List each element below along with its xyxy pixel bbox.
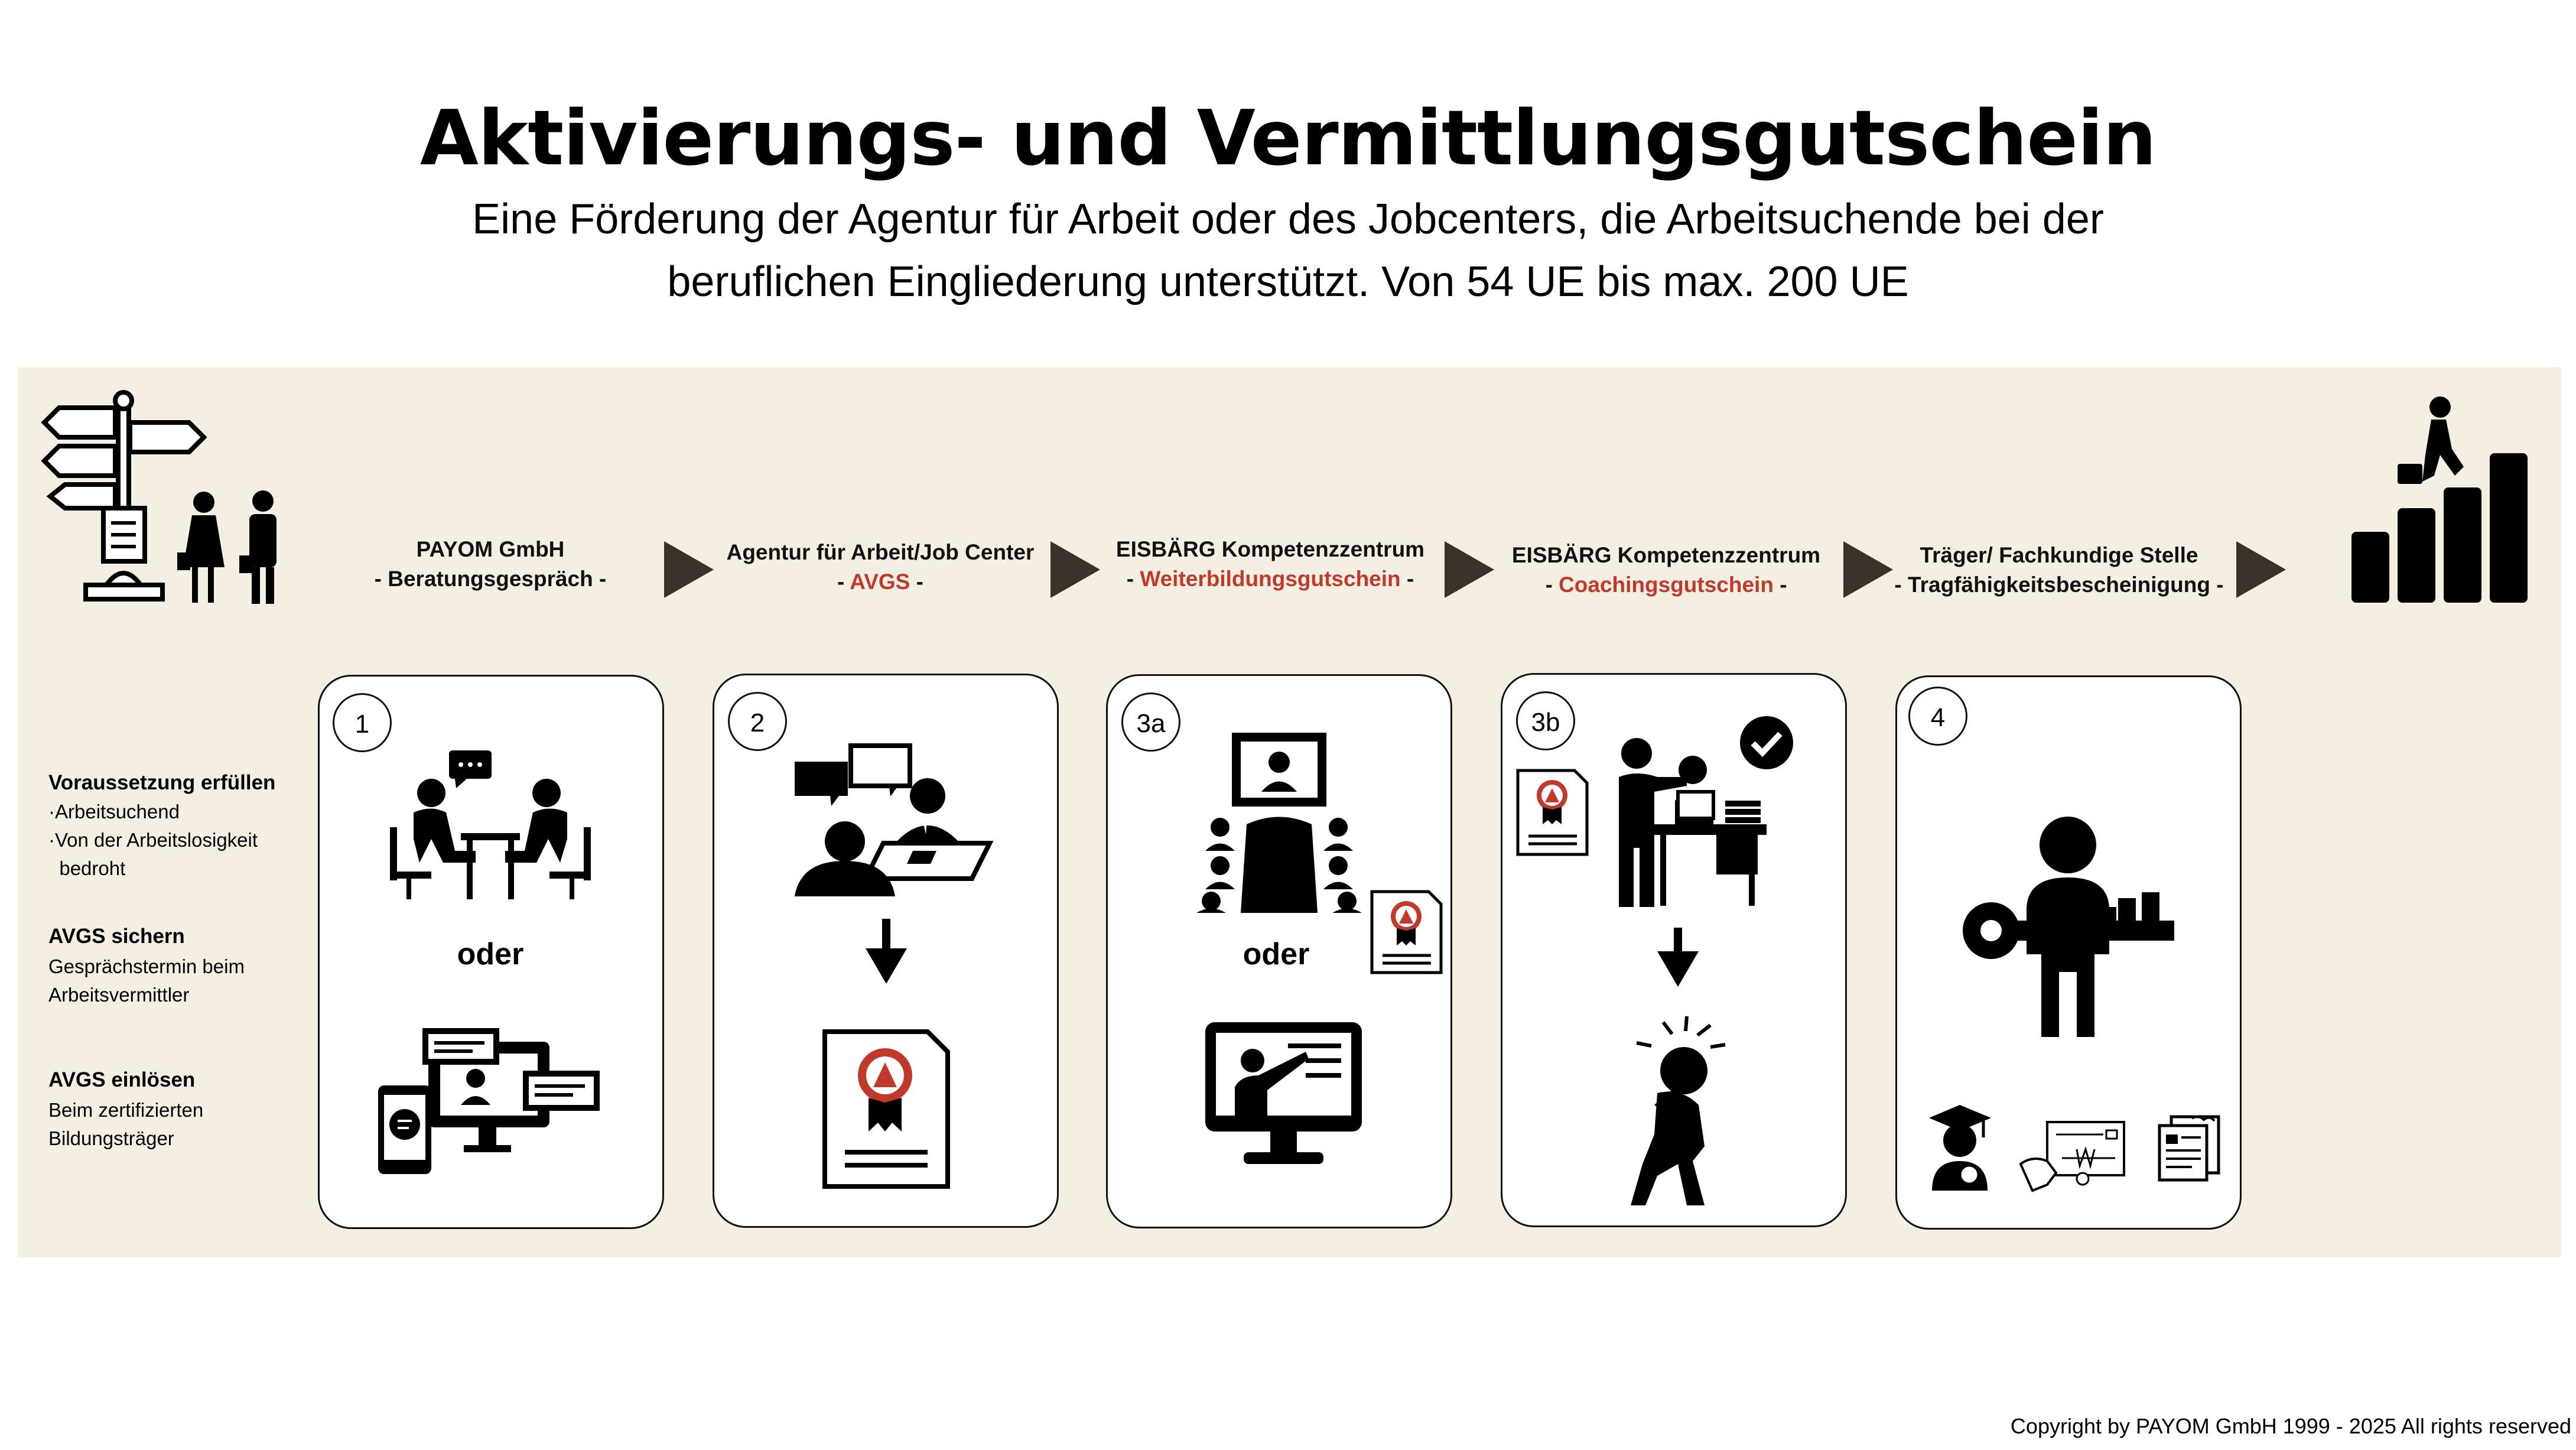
- signpost-people-icon: [41, 390, 277, 604]
- side-text: Beim zertifizierten: [48, 1099, 204, 1121]
- subtitle-line-2: beruflichen Eingliederung unterstützt. V…: [667, 258, 1909, 305]
- step-3-org: EISBÄRG Kompetenzzentrum: [1115, 537, 1425, 561]
- oder-label: oder: [1243, 937, 1310, 971]
- copyright-text: Copyright by PAYOM GmbH 1999 - 2025 All …: [2010, 1414, 2571, 1438]
- online-chat-icon: [378, 1028, 600, 1174]
- side-text: Bildungsträger: [48, 1127, 174, 1149]
- step-4-sub: Coachingsgutschein: [1559, 573, 1774, 597]
- step-5-label: Träger/ Fachkundige Stelle - Tragfähigke…: [1894, 541, 2224, 600]
- step-arrow-icon: [1445, 541, 1494, 598]
- subtitle-line-1: Eine Förderung der Agentur für Arbeit od…: [472, 196, 2104, 243]
- side-heading-avgs-einloesen: AVGS einlösen: [48, 1068, 196, 1091]
- step-badge-3a: 3a: [1121, 693, 1180, 752]
- step-arrow-icon: [1843, 541, 1893, 598]
- certificate-icon: [1370, 890, 1443, 974]
- thinking-person-icon: [1631, 1016, 1726, 1205]
- side-text: ·Von der Arbeitslosigkeit: [48, 829, 258, 851]
- step-2-label: Agentur für Arbeit/Job Center - AVGS -: [715, 538, 1046, 597]
- step-badge-4: 4: [1908, 687, 1967, 746]
- step-2-sub: AVGS: [850, 570, 910, 594]
- check-icon: [1740, 716, 1793, 769]
- side-text: ·Arbeitsuchend: [48, 801, 180, 822]
- side-text: Arbeitsvermittler: [48, 984, 190, 1006]
- step-3-label: EISBÄRG Kompetenzzentrum - Weiterbildung…: [1105, 535, 1436, 594]
- contract-icon: [2019, 1121, 2125, 1192]
- step-1-label: PAYOM GmbH - Beratungsgespräch -: [325, 535, 656, 594]
- step-arrow-icon: [1050, 541, 1100, 598]
- side-heading-voraussetzung: Voraussetzung erfüllen: [48, 771, 276, 794]
- side-text: bedroht: [48, 857, 126, 879]
- interview-icon: [795, 743, 994, 896]
- step-5-org: Träger/ Fachkundige Stelle: [1920, 543, 2198, 567]
- down-arrow-icon: [866, 919, 907, 984]
- oder-label: oder: [457, 937, 524, 971]
- page-title: Aktivierungs- und Vermittlungsgutschein: [419, 95, 2157, 183]
- step-arrow-icon: [664, 541, 714, 598]
- step-2-org: Agentur für Arbeit/Job Center: [726, 540, 1035, 564]
- coaching-icon: [1619, 738, 1767, 907]
- career-steps-icon: [2351, 396, 2528, 603]
- step-4-label: EISBÄRG Kompetenzzentrum - Coachingsguts…: [1501, 541, 1832, 600]
- certificate-icon: [1516, 769, 1589, 856]
- side-heading-avgs-sichern: AVGS sichern: [48, 925, 185, 948]
- side-text: Gesprächstermin beim: [48, 955, 245, 977]
- step-badge-1: 1: [333, 693, 392, 752]
- step-arrow-icon: [2236, 541, 2286, 598]
- graduate-icon: [1929, 1105, 1991, 1191]
- page-subtitle: Eine Förderung der Agentur für Arbeit od…: [0, 188, 2576, 313]
- conference-icon: [1196, 733, 1362, 913]
- certificate-icon: [822, 1029, 950, 1189]
- step-1-sub: Beratungsgespräch: [388, 567, 593, 591]
- step-4-org: EISBÄRG Kompetenzzentrum: [1511, 543, 1821, 567]
- document-icon: [2158, 1115, 2220, 1182]
- step-badge-3b: 3b: [1516, 691, 1575, 750]
- down-arrow-icon: [1657, 928, 1699, 987]
- step-3-sub: Weiterbildungsgutschein: [1140, 567, 1401, 591]
- person-key-icon: [1963, 817, 2174, 1037]
- step-badge-2: 2: [728, 692, 787, 751]
- step-5-sub: Tragfähigkeitsbescheinigung: [1908, 573, 2210, 597]
- step-1-org: PAYOM GmbH: [416, 537, 565, 561]
- meeting-icon: [390, 750, 591, 899]
- presentation-icon: [1205, 1022, 1362, 1164]
